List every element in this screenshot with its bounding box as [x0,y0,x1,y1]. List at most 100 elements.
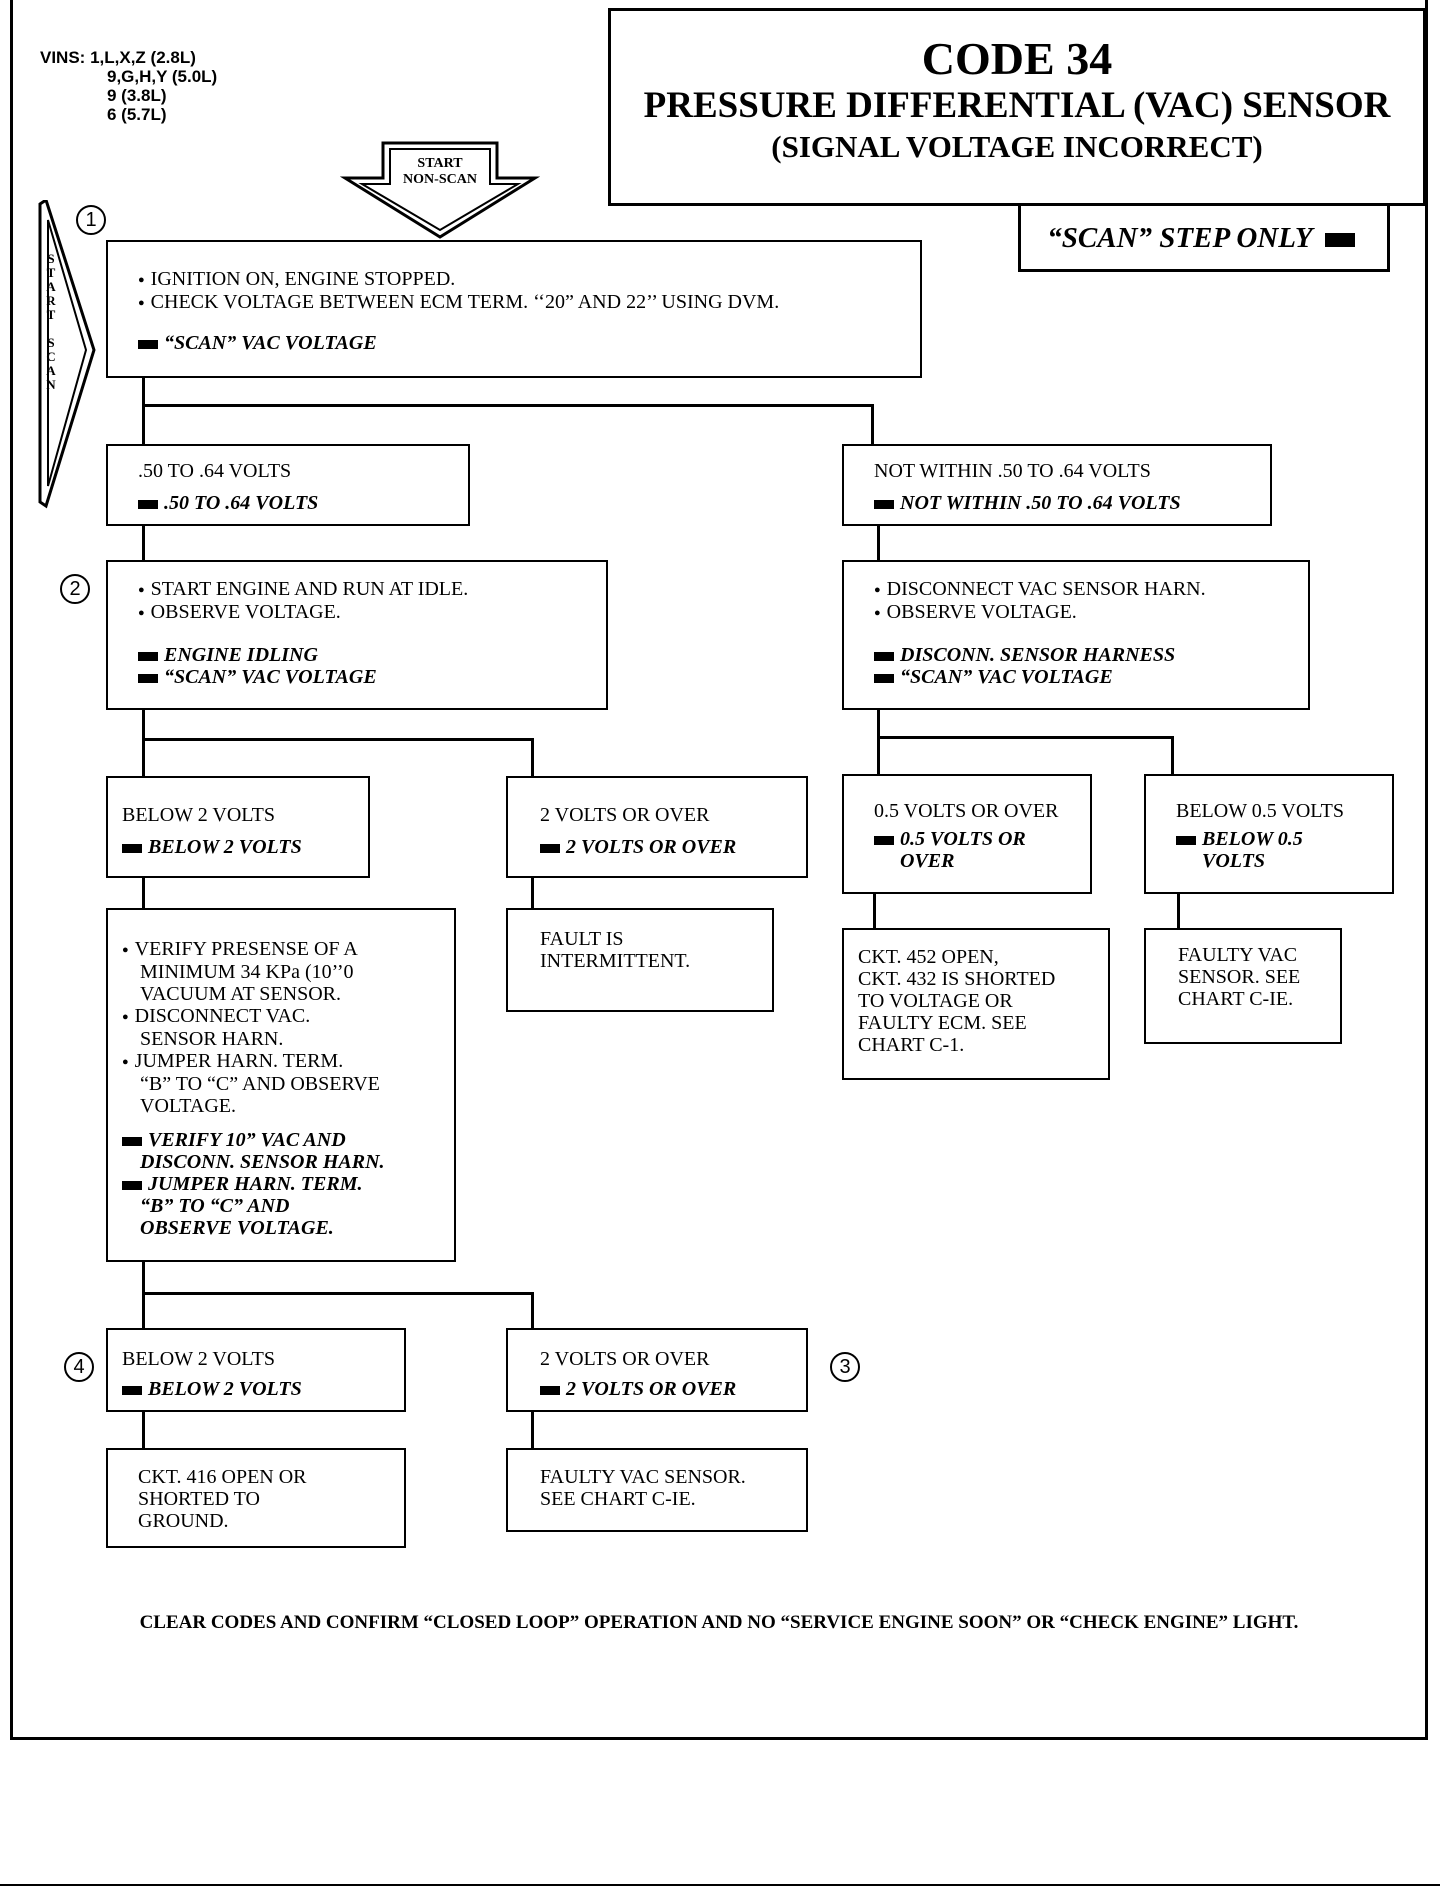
below-05v-scan-text-1: BELOW 0.5 [1202,828,1303,850]
step1-scan-text: “SCAN” VAC VOLTAGE [164,332,377,354]
scan-legend: “SCAN” STEP ONLY [1018,206,1390,272]
over-2v-box-a: 2 VOLTS OR OVER 2 VOLTS OR OVER [506,776,808,878]
faulty-vac-bottom-line-1: FAULTY VAC SENSOR. [540,1466,746,1488]
step2-right-bullet-1: DISCONNECT VAC SENSOR HARN. [874,578,1308,601]
connector [142,738,534,741]
below-2v-b-scan-text: BELOW 2 VOLTS [148,1378,302,1400]
over-05v-text: 0.5 VOLTS OR OVER [874,800,1059,822]
start-scan-char: S [47,251,55,266]
step2-right-scan-text-1: DISCONN. SENSOR HARNESS [900,644,1176,666]
below-2v-b-text: BELOW 2 VOLTS [122,1348,275,1370]
step2-right-scan-1: DISCONN. SENSOR HARNESS [874,644,1308,666]
vins-line-4: 6 (5.7L) [107,105,167,124]
faulty-vac-right-line-3: CHART C-IE. [1178,988,1294,1010]
ckt452-line-3: TO VOLTAGE OR [858,990,1013,1012]
over-2v-b-scan: 2 VOLTS OR OVER [540,1378,806,1400]
connector [142,404,874,407]
verify-scan-2-line-1: JUMPER HARN. TERM. [122,1173,454,1195]
below-2v-a-scan: BELOW 2 VOLTS [122,836,368,858]
vins-line-3: 9 (3.8L) [107,86,167,105]
below-05v-scan-2: VOLTS [1202,850,1265,872]
ckt452-box: CKT. 452 OPEN, CKT. 432 IS SHORTED TO VO… [842,928,1110,1080]
connector [871,404,874,444]
faulty-vac-bottom-box: FAULTY VAC SENSOR. SEE CHART C-IE. [506,1448,808,1532]
range-bad-scan-text: NOT WITHIN .50 TO .64 VOLTS [900,492,1181,514]
verify-bullet-3-line-2: “B” TO “C” AND OBSERVE [140,1073,380,1095]
scan-step-icon [138,651,158,661]
step1-box: IGNITION ON, ENGINE STOPPED. CHECK VOLTA… [106,240,922,378]
start-scan-char: T [46,265,56,280]
connector [142,526,145,560]
verify-bullet-1-line-2: MINIMUM 34 KPa (10’’0 [140,961,354,983]
range-bad-box: NOT WITHIN .50 TO .64 VOLTS NOT WITHIN .… [842,444,1272,526]
verify-box: VERIFY PRESENSE OF A MINIMUM 34 KPa (10’… [106,908,456,1262]
verify-scan-1-text: VERIFY 10” VAC AND [148,1129,346,1151]
range-ok-text: .50 TO .64 VOLTS [138,460,292,482]
page-subtitle-2: (SIGNAL VOLTAGE INCORRECT) [771,129,1263,164]
below-05v-box: BELOW 0.5 VOLTS BELOW 0.5 VOLTS [1144,774,1394,894]
below-05v-scan-1: BELOW 0.5 [1176,828,1392,850]
over-2v-box-b: 2 VOLTS OR OVER 2 VOLTS OR OVER [506,1328,808,1412]
connector [142,710,145,776]
scan-step-icon [122,1180,142,1190]
over-05v-scan-2: OVER [900,850,955,872]
ckt452-line-4: FAULTY ECM. SEE [858,1012,1027,1034]
verify-bullet-2-line-1: DISCONNECT VAC. [122,1005,454,1028]
start-scan-char: C [46,349,56,364]
verify-bullet-3-line-3: VOLTAGE. [140,1095,236,1117]
step2-right-scan-text-2: “SCAN” VAC VOLTAGE [900,666,1113,688]
scan-legend-text: “SCAN” STEP ONLY [1047,222,1312,254]
step-4-icon: 4 [64,1352,94,1382]
below-2v-a-text: BELOW 2 VOLTS [122,804,275,826]
connector [877,526,880,560]
scan-step-icon [138,499,158,509]
connector [142,878,145,908]
connector [877,736,1174,739]
fault-intermittent-box: FAULT IS INTERMITTENT. [506,908,774,1012]
page-title: CODE 34 [921,33,1113,84]
scan-step-icon [874,673,894,683]
start-scan-char: N [46,377,56,392]
faulty-vac-right-line-2: SENSOR. SEE [1178,966,1301,988]
below-2v-box-a: BELOW 2 VOLTS BELOW 2 VOLTS [106,776,370,878]
start-scan-char: A [46,279,56,294]
start-nonscan-label: START NON-SCAN [380,156,500,188]
step-3-icon: 3 [830,1352,860,1382]
connector [1177,894,1180,928]
over-2v-b-text: 2 VOLTS OR OVER [540,1348,710,1370]
step2-left-scan-text-1: ENGINE IDLING [164,644,318,666]
below-2v-a-scan-text: BELOW 2 VOLTS [148,836,302,858]
step-2-icon: 2 [60,574,90,604]
over-2v-a-text: 2 VOLTS OR OVER [540,804,710,826]
scan-step-icon [874,499,894,509]
vins-label: VINS: [40,48,86,67]
ckt452-line-1: CKT. 452 OPEN, [858,946,999,968]
step-1-icon: 1 [76,205,106,235]
faulty-vac-bottom-line-2: SEE CHART C-IE. [540,1488,696,1510]
verify-bullet-1-line-1: VERIFY PRESENSE OF A [122,938,454,961]
start-scan-gap [44,322,58,336]
range-bad-text: NOT WITHIN .50 TO .64 VOLTS [874,460,1151,482]
range-ok-box: .50 TO .64 VOLTS .50 TO .64 VOLTS [106,444,470,526]
over-2v-b-scan-text: 2 VOLTS OR OVER [566,1378,737,1400]
bottom-rule [0,1884,1440,1886]
verify-scan-2-line-2: “B” TO “C” AND [140,1195,290,1217]
scan-step-icon [138,339,158,349]
connector [531,878,534,908]
step2-right-bullet-2: OBSERVE VOLTAGE. [874,601,1308,624]
ckt416-line-1: CKT. 416 OPEN OR [138,1466,307,1488]
verify-scan-2-line-3: OBSERVE VOLTAGE. [140,1217,334,1239]
start-scan-char: A [46,363,56,378]
scan-step-icon [874,835,894,845]
scan-step-icon [874,651,894,661]
faulty-vac-right-line-1: FAULTY VAC [1178,944,1298,966]
start-scan-label: S T A R T S C A N [44,252,58,392]
connector [873,894,876,928]
step2-left-scan-1: ENGINE IDLING [138,644,606,666]
connector [877,710,880,774]
start-nonscan-line-2: NON-SCAN [403,172,477,187]
scan-step-icon [1324,233,1355,248]
step2-left-scan-text-2: “SCAN” VAC VOLTAGE [164,666,377,688]
below-2v-b-scan: BELOW 2 VOLTS [122,1378,404,1400]
fault-intermittent-line-1: FAULT IS [540,928,624,950]
